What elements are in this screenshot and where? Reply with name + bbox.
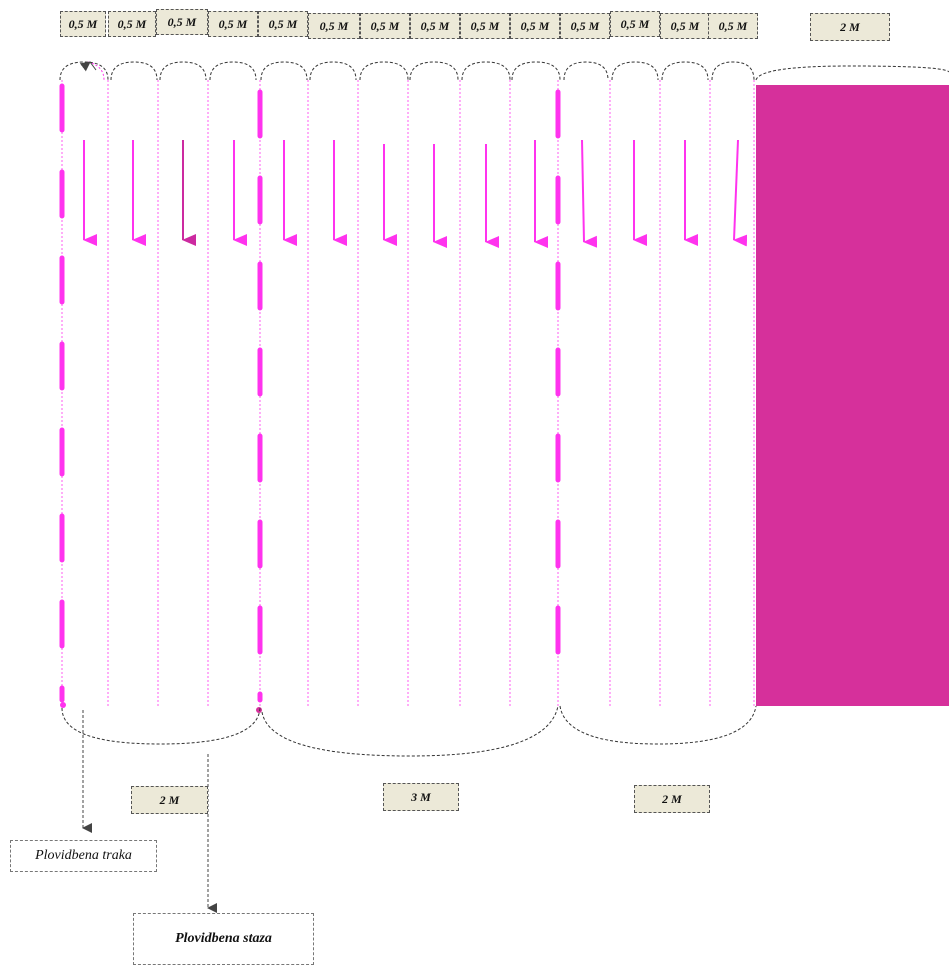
top-label-12: 0,5 M	[610, 11, 660, 37]
down-arrow-icon	[733, 139, 748, 247]
thick-boundary-lines	[59, 83, 561, 703]
bottom-label-right: 2 M	[634, 785, 710, 813]
top-label-2: 0,5 M	[108, 11, 156, 37]
top-label-6: 0,5 M	[308, 13, 360, 39]
callout-plovidbena-staza: Plovidbena staza	[133, 913, 314, 965]
mid-origin-dot	[256, 707, 262, 713]
down-arrow-icon	[581, 139, 598, 248]
down-arrow-icons	[83, 139, 748, 248]
curved-arrow-icon	[79, 61, 97, 72]
top-right-label: 2 M	[810, 13, 890, 41]
top-label-11: 0,5 M	[560, 13, 610, 39]
boundary-center-ticks	[61, 80, 559, 706]
occupied-zone-block	[756, 85, 949, 706]
top-label-10: 0,5 M	[510, 13, 560, 39]
top-label-13: 0,5 M	[660, 13, 710, 39]
bottom-label-left: 2 M	[131, 786, 208, 814]
lane-separators	[107, 80, 755, 706]
top-label-3: 0,5 M	[156, 9, 208, 35]
bottom-group-arcs	[61, 705, 757, 757]
callout-plovidbena-traka: Plovidbena traka	[10, 840, 157, 872]
top-label-7: 0,5 M	[360, 13, 410, 39]
top-label-4: 0,5 M	[208, 11, 258, 37]
top-label-1: 0,5 M	[60, 11, 106, 37]
bottom-label-middle: 3 M	[383, 783, 459, 811]
top-label-5: 0,5 M	[258, 11, 308, 37]
callout-leaders	[82, 710, 217, 913]
top-label-9: 0,5 M	[460, 13, 510, 39]
top-label-14: 0,5 M	[708, 13, 758, 39]
left-origin-dot	[60, 702, 66, 708]
top-lane-arcs	[59, 61, 949, 81]
top-left-turn-arc	[87, 61, 105, 81]
top-label-8: 0,5 M	[410, 13, 460, 39]
